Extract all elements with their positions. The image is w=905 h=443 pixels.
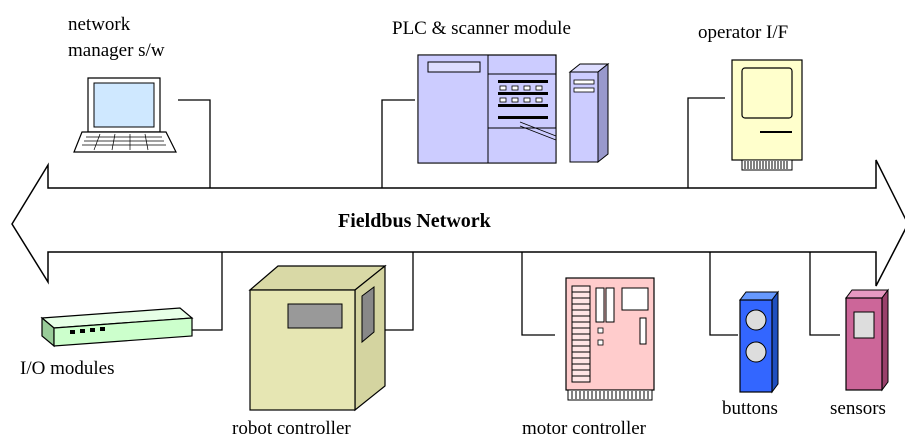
motor-controller-label: motor controller xyxy=(522,418,646,439)
connector-io-modules xyxy=(192,252,223,331)
connector-motor xyxy=(521,252,555,336)
io-module-icon xyxy=(40,307,194,348)
operator-terminal-icon xyxy=(731,59,803,171)
io-modules-label: I/O modules xyxy=(20,358,115,379)
connector-robot xyxy=(385,252,414,331)
fieldbus-network-label: Fieldbus Network xyxy=(338,210,491,232)
sensors-device-icon xyxy=(845,288,889,392)
plc-scanner-icon xyxy=(417,54,610,164)
buttons-device-icon xyxy=(739,290,779,394)
motor-controller-icon xyxy=(565,277,655,401)
network-manager-label-line1: network xyxy=(68,14,131,35)
robot-controller-label: robot controller xyxy=(232,418,351,439)
laptop-icon xyxy=(73,77,177,153)
plc-label: PLC & scanner module xyxy=(392,18,571,39)
connector-plc xyxy=(381,99,415,188)
connector-buttons xyxy=(709,252,738,336)
operator-label: operator I/F xyxy=(698,22,789,43)
network-manager-label-line2: manager s/w xyxy=(68,40,165,61)
connector-operator xyxy=(687,97,725,188)
connector-network-manager xyxy=(178,99,211,188)
connector-sensors xyxy=(809,252,840,336)
buttons-label: buttons xyxy=(722,398,778,419)
fieldbus-arrow xyxy=(11,159,905,287)
sensors-label: sensors xyxy=(830,398,886,419)
robot-controller-icon xyxy=(248,264,387,412)
